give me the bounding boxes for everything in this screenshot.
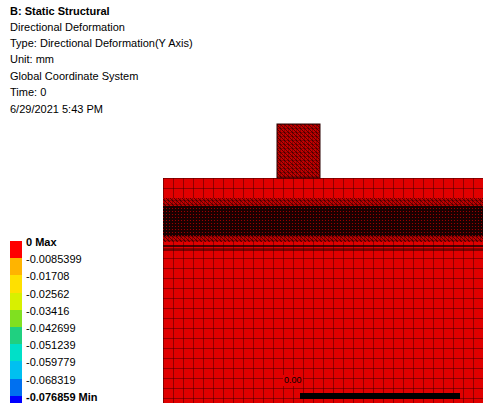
legend-value: -0.02562: [26, 288, 69, 301]
legend-value: -0.01708: [26, 270, 69, 283]
header-line: Unit: mm: [10, 53, 54, 66]
mesh-line: [163, 245, 483, 247]
legend-value: -0.068319: [26, 374, 76, 387]
legend-swatch: [10, 275, 22, 292]
legend-value: 0 Max: [26, 236, 57, 249]
legend-value: -0.051239: [26, 339, 76, 352]
legend-swatch: [10, 361, 22, 378]
legend-swatch: [10, 258, 22, 275]
legend-value: -0.042699: [26, 322, 76, 335]
legend-value: -0.059779: [26, 356, 76, 369]
scale-bar: [300, 393, 460, 399]
legend-swatch: [10, 344, 22, 361]
header-line: 6/29/2021 5:43 PM: [10, 103, 103, 116]
result-title: B: Static Structural: [10, 5, 110, 18]
legend-value: -0.03416: [26, 305, 69, 318]
header-line: Directional Deformation: [10, 21, 125, 34]
legend-swatch: [10, 379, 22, 396]
mesh-band: [163, 236, 483, 242]
header-line: Type: Directional Deformation(Y Axis): [10, 37, 193, 50]
legend-swatch: [10, 241, 22, 258]
legend-value: -0.0085399: [26, 253, 82, 266]
legend-swatch: [10, 327, 22, 344]
dense-mesh-band: [163, 206, 483, 236]
mesh-band: [163, 198, 483, 206]
legend-swatch: [10, 396, 22, 403]
legend-swatch: [10, 310, 22, 327]
header-line: Time: 0: [10, 86, 46, 99]
base-block: [163, 178, 483, 403]
header-line: Global Coordinate System: [10, 70, 138, 83]
legend-swatch: [10, 293, 22, 310]
scale-value: 0.00: [283, 375, 303, 386]
mesh-line: [163, 250, 483, 251]
top-block: [277, 124, 320, 178]
legend-value: -0.076859 Min: [26, 391, 98, 403]
